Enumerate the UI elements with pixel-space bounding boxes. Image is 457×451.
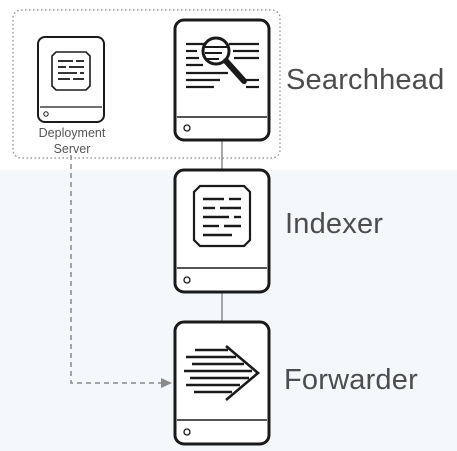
deployment-server-label: Deployment Server [30, 125, 114, 157]
deployment-group-border [12, 9, 281, 159]
indexer-node[interactable] [173, 168, 271, 294]
connector-deployment-forwarder [70, 155, 162, 384]
searchhead-label: Searchhead [286, 64, 445, 96]
deployment-server-label-line2: Server [53, 142, 91, 156]
forward-arrow-icon [184, 345, 261, 401]
deployment-server-label-line1: Deployment [38, 126, 106, 140]
forwarder-label: Forwarder [284, 364, 418, 396]
arrowhead-icon [161, 378, 172, 388]
searchhead-node[interactable] [173, 18, 271, 142]
forwarder-node[interactable] [173, 320, 271, 446]
deployment-server-node[interactable] [37, 36, 105, 123]
magnifier-document-icon [186, 36, 259, 89]
stacked-lines-icon [51, 51, 91, 91]
stacked-lines-icon [192, 184, 252, 248]
indexer-label: Indexer [285, 208, 384, 240]
